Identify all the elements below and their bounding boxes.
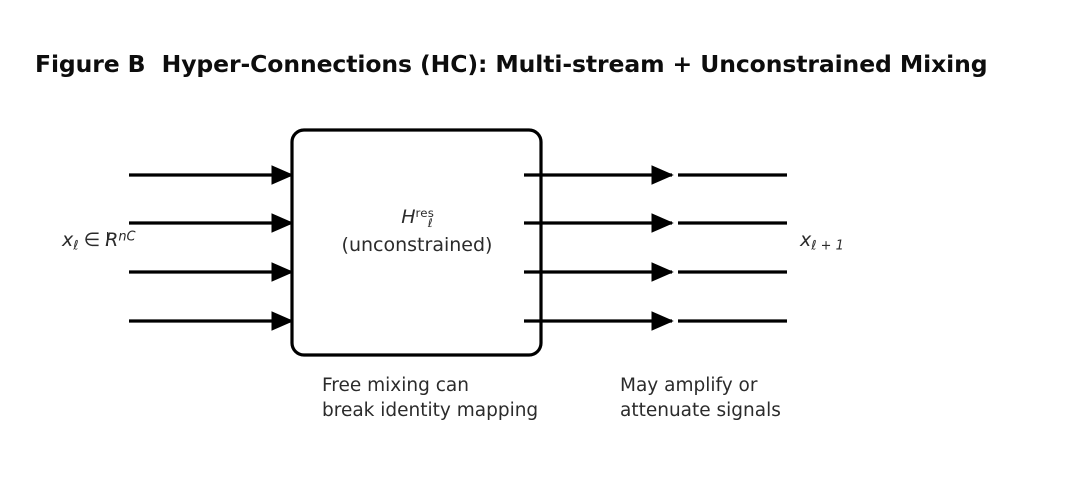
- input-label-exponent: nC: [118, 229, 136, 245]
- input-streams: [129, 165, 294, 331]
- figure-title: Figure B Hyper-Connections (HC): Multi-s…: [35, 50, 988, 78]
- block-label-H: H: [401, 206, 416, 228]
- block-label: Hresℓ (unconstrained): [292, 206, 542, 256]
- output-label: xℓ + 1: [800, 229, 844, 254]
- caption-right: May amplify or attenuate signals: [620, 375, 781, 421]
- output-streams: [524, 165, 787, 331]
- output-label-var: x: [800, 229, 812, 251]
- input-label: xℓ∈RnC: [62, 229, 136, 254]
- input-label-space: R: [105, 229, 119, 251]
- block-label-formula: Hresℓ: [292, 206, 542, 230]
- block-label-subscript: ℓ: [427, 215, 433, 230]
- block-label-superscript: res: [415, 206, 435, 221]
- input-label-var: x: [62, 229, 74, 251]
- block-label-secondary: (unconstrained): [341, 233, 493, 256]
- input-label-subscript: ℓ: [73, 238, 79, 254]
- input-label-member: ∈: [83, 229, 101, 251]
- caption-left: Free mixing can break identity mapping: [322, 375, 539, 421]
- residual-block: [290, 128, 543, 357]
- output-label-subscript: ℓ + 1: [811, 238, 844, 254]
